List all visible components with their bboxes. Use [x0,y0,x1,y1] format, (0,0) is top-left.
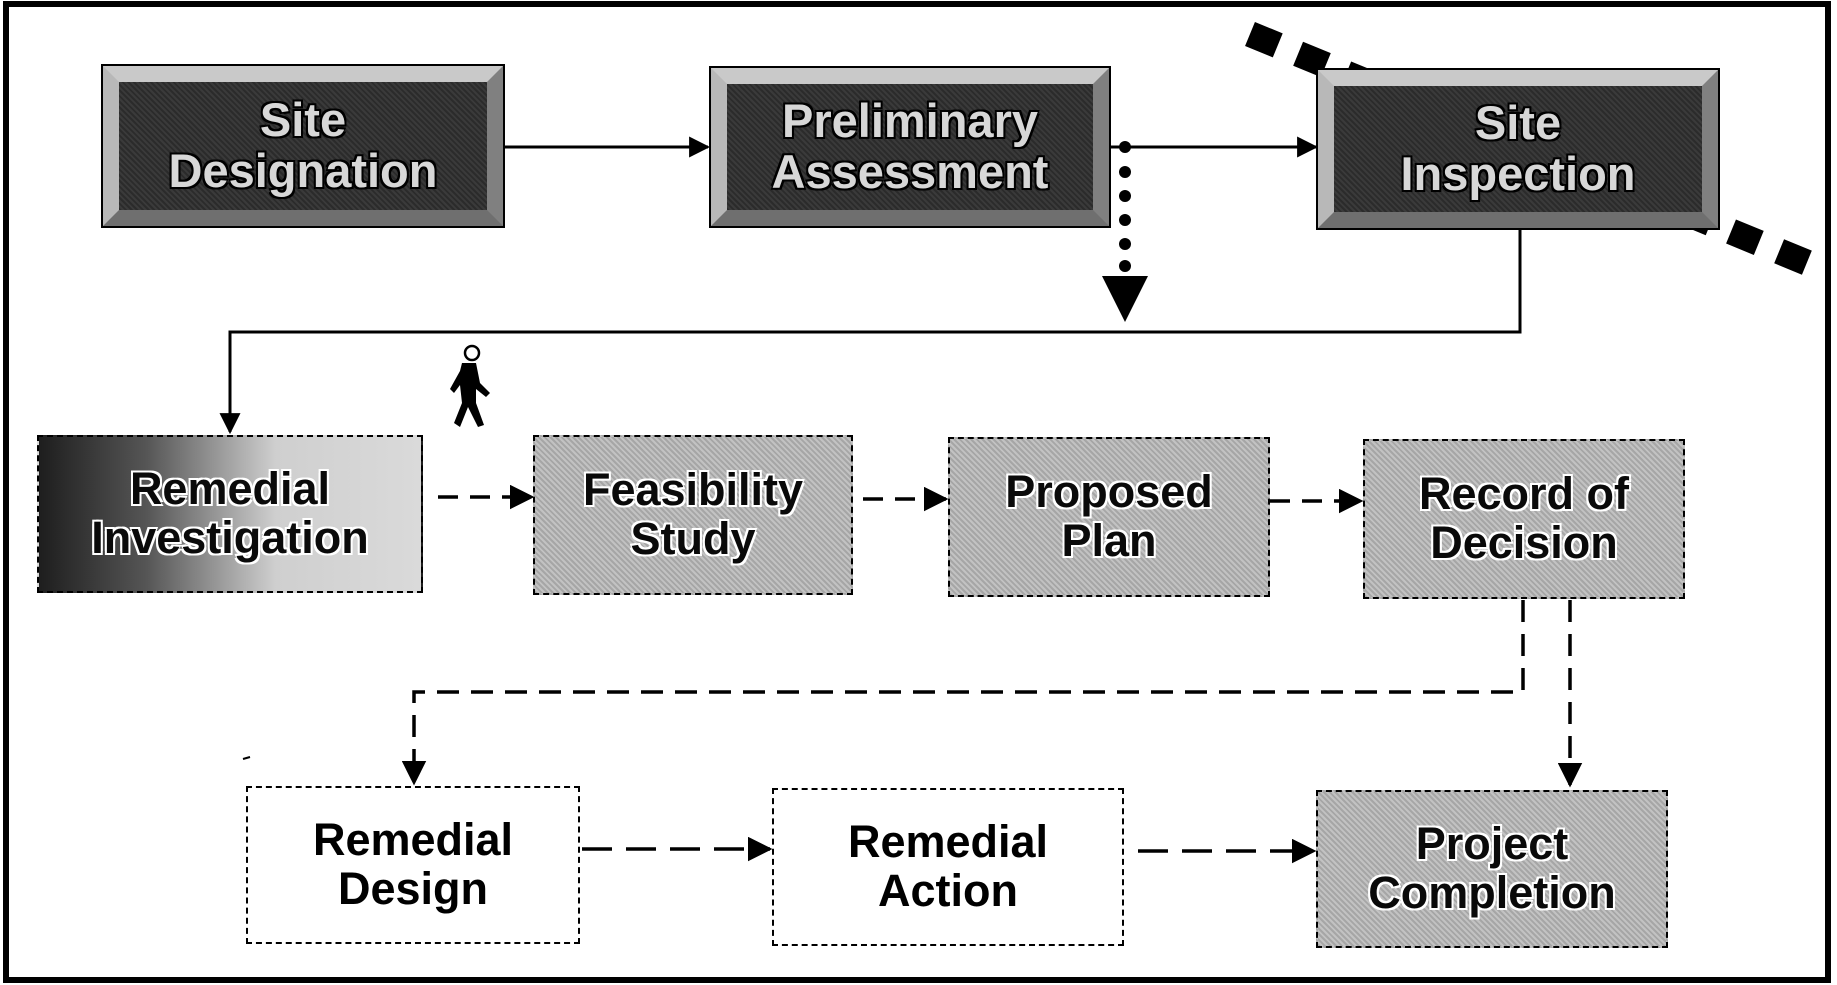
figure-border [3,1,1831,983]
node-record-of-decision: Record of Decision [1363,439,1685,599]
node-remedial-action: Remedial Action [772,788,1124,946]
node-label: Remedial Design [312,814,514,914]
scan-speck [242,756,251,760]
node-label: Project Completion [1368,818,1616,918]
dotted-bypass-arrow [1102,166,1148,322]
node-label: Remedial Action [847,816,1049,916]
connector-si-to-ri [219,228,1522,435]
node-preliminary-assessment: Preliminary Assessment [709,66,1111,228]
walking-person-icon [450,344,490,427]
branch-dot [1119,141,1131,153]
node-label: Site Inspection [1400,96,1636,200]
node-label: Remedial Investigation [91,463,369,563]
node-label: Record of Decision [1418,468,1629,568]
node-project-completion: Project Completion [1316,790,1668,948]
node-site-designation: Site Designation [101,64,505,228]
node-proposed-plan: Proposed Plan [948,437,1270,597]
node-remedial-design: Remedial Design [246,786,580,944]
node-feasibility-study: Feasibility Study [533,435,853,595]
node-site-inspection: Site Inspection [1316,68,1720,230]
node-label: Feasibility Study [582,464,804,564]
node-label: Site Designation [168,93,438,197]
node-label: Preliminary Assessment [771,94,1049,198]
node-label: Proposed Plan [1005,466,1213,566]
connector-rod-to-rd [401,600,1525,786]
node-remedial-investigation: Remedial Investigation [37,435,423,593]
